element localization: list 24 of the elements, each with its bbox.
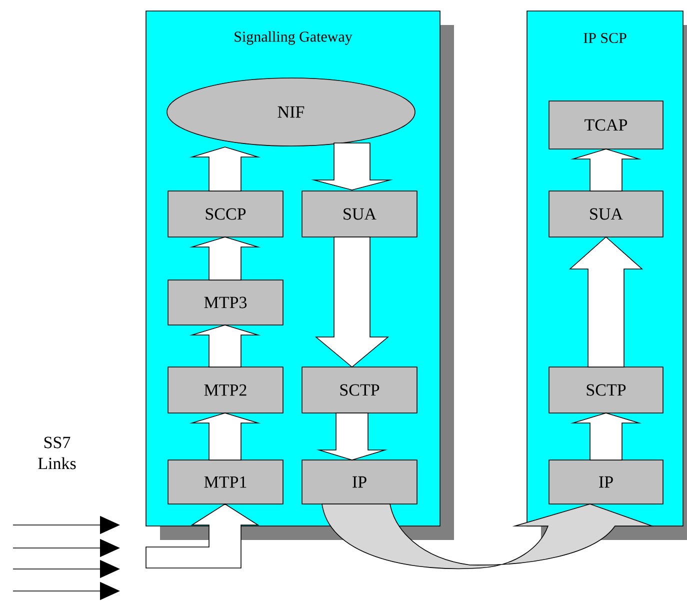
block-arrow [316,412,388,460]
protocol-box: SCTP [302,366,418,414]
block-arrow [568,236,644,368]
protocol-box: SUA [302,190,418,238]
block-arrow [189,236,261,280]
curved-block-arrow [322,504,652,570]
protocol-box: IP [302,460,418,504]
protocol-box: IP [548,460,664,504]
block-arrow [570,148,642,192]
protocol-box: SUA [548,190,664,238]
bent-block-arrow [146,504,260,568]
link-label: SS7 Links [38,436,76,470]
block-arrow [310,142,394,190]
protocol-box: MTP1 [168,460,284,504]
block-arrow [570,412,642,460]
block-arrow [189,412,261,460]
protocol-box: MTP2 [168,366,284,414]
protocol-box: TCAP [548,100,664,150]
protocol-box: MTP3 [168,280,284,326]
block-arrow [189,324,261,368]
protocol-box: SCCP [168,190,284,238]
protocol-box: SCTP [548,366,664,414]
block-arrow [314,236,390,368]
block-arrow [189,146,261,192]
